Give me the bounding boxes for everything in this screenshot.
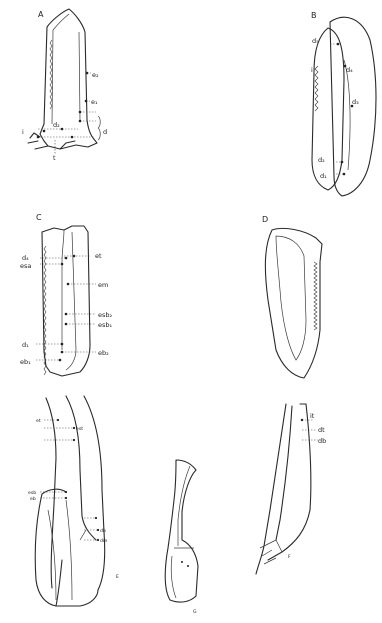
label-c-eb1: eb₁ [20,358,31,366]
label-a-i: i [22,128,24,136]
trichobothrium-dot [187,565,189,567]
label-e-esb: esb [28,490,36,496]
trichobothrium-dot [73,427,75,429]
label-c-d4: d₄ [22,254,29,262]
label-b-d1: d₁ [320,172,327,180]
trichobothrium-dot [61,128,64,131]
trichobothrium-dot [65,257,68,260]
trichobothrium-dot [337,43,340,46]
trichobothrium-dot [65,497,67,499]
trichobothrium-dot [73,439,75,441]
trichobothrium-dot [59,359,62,362]
label-c-esa: esa [20,262,31,270]
panel-e-movable-finger [66,396,96,540]
panel-g-outline [165,460,198,602]
panel-a-ridge [52,14,80,124]
panel-b: B d₅ d₄ d₃ d₂ d₁ i [311,11,376,196]
panel-d-inner [276,236,306,360]
panel-c-outline [42,226,90,376]
panel-b-teeth [315,66,318,111]
label-e-db: db [100,528,106,534]
trichobothrium-dot [341,161,344,164]
label-b-d3: d₃ [352,98,359,106]
panel-label-b: B [311,11,317,20]
label-b-d4: d₄ [346,66,353,74]
panel-c: C d₄ esa et em esb₂ esb₁ d₁ eb₂ eb₁ [20,213,113,376]
trichobothrium-dot [73,255,76,258]
label-e-eb: eb [30,496,36,502]
panel-a: A e₂ e₁ d₂ d i t [22,9,107,162]
label-f-dt: dt [318,426,325,434]
panel-a-teeth [50,40,52,109]
label-a-d2: d₂ [53,121,60,129]
label-c-et: et [95,252,102,260]
label-f-db: db [318,437,326,445]
label-e-et: et [36,418,41,424]
panel-f-base [260,540,282,564]
panel-d: D [262,215,322,378]
label-c-eb2: eb₂ [98,349,109,357]
panel-g: G [165,460,198,615]
panel-f-fixed-finger [256,404,286,574]
label-a-d: d [103,128,107,136]
panel-f-guides [302,420,318,440]
panel-c-inner [62,230,76,370]
trichobothrium-dot [43,130,46,133]
panel-f: it dt db F [256,404,326,574]
label-a-e1: e₁ [91,98,98,106]
trichobothrium-dot [65,491,67,493]
trichobothrium-dot [85,100,88,103]
panel-g-inner [171,466,194,598]
label-a-t: t [53,154,56,162]
label-b-d5: d₅ [312,37,319,45]
trichobothrium-dot [61,263,64,266]
label-a-e2: e₂ [92,71,99,79]
trichobothrium-dot [57,419,59,421]
panel-e: et est esb eb db dm E [28,396,119,606]
trichobothrium-dot [181,561,183,563]
panel-label-g: G [193,609,197,615]
trichobothrium-dot [37,136,40,139]
trichobothrium-dot [65,313,68,316]
panel-d-teeth [314,262,317,330]
trichobothrium-dot [86,72,89,75]
panel-label-a: A [38,10,44,19]
label-c-d1: d₁ [22,341,29,349]
trichobothrium-dot [61,351,64,354]
trichobothrium-dot [95,517,97,519]
panel-label-d: D [262,215,268,224]
panel-a-finger-outline [40,9,97,149]
trichobothrium-dot [343,173,346,176]
trichobothrium-dot [301,419,303,421]
label-b-i: i [311,66,313,74]
panel-f-inner-line [276,406,292,540]
panel-e-outer-finger [84,396,105,590]
label-c-em: em [98,281,108,289]
panel-e-guides [40,420,98,540]
label-e-est: est [76,426,83,432]
label-b-d2: d₂ [318,156,325,164]
trichobothrium-dot [97,529,99,531]
panel-b-mid-line [344,60,350,170]
panel-label-e: E [116,574,119,580]
label-f-it: it [310,412,315,420]
trichobothrium-dot [67,283,70,286]
label-e-dm: dm [100,538,108,544]
panel-a-brace [98,116,100,140]
panel-label-f: F [288,554,291,560]
label-c-esb1: esb₁ [98,321,113,329]
trichobothrium-dot [97,539,99,541]
trichobothrium-dot [71,136,74,139]
label-c-esb2: esb₂ [98,311,113,319]
trichobothrium-dot [65,323,68,326]
trichobothrium-dot [79,111,82,114]
trichobothrium-dot [61,343,64,346]
panel-label-c: C [36,213,42,222]
trichobothrium-dot [79,120,82,123]
